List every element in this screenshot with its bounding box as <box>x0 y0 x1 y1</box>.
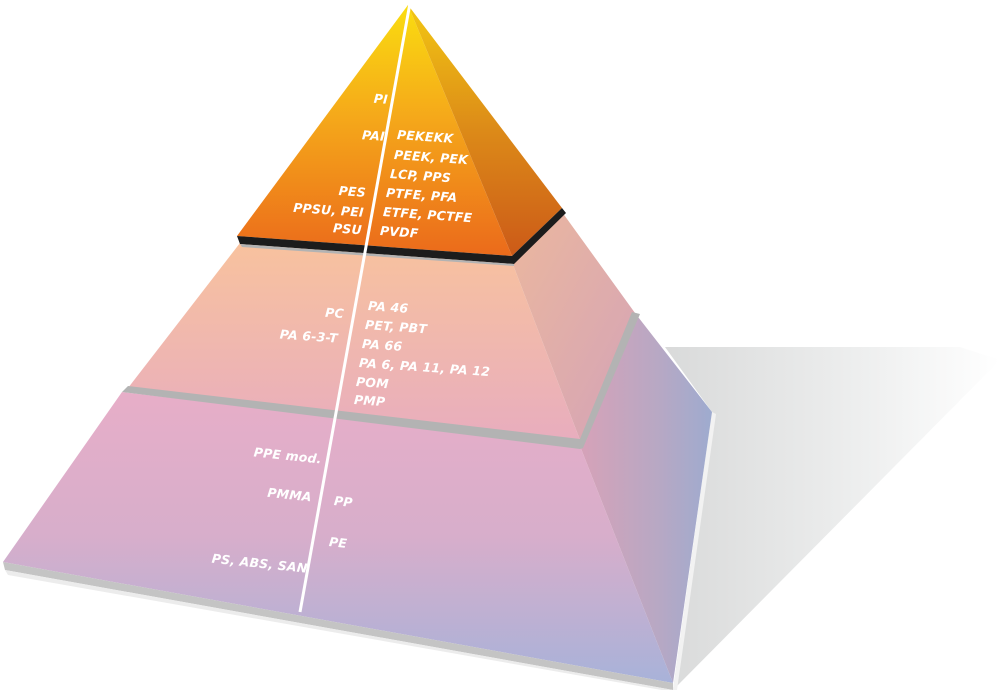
middle-separator <box>122 312 640 449</box>
center-divider-line <box>298 2 412 613</box>
bottom-base-edge <box>3 562 673 690</box>
label-pe: PE <box>328 534 348 551</box>
label-pmp: PMP <box>353 392 386 410</box>
bottom-base-edge-light <box>5 570 673 692</box>
label-pa-66: PA 66 <box>361 336 403 354</box>
middle-tier-front <box>128 243 580 440</box>
top-tier-front <box>237 5 512 256</box>
bottom-tier-side <box>580 313 712 683</box>
bottom-tier-front <box>3 392 673 683</box>
label-pa-46: PA 46 <box>367 298 409 316</box>
shadow-edge <box>673 412 716 690</box>
label-pi: PI <box>373 90 389 107</box>
label-pp: PP <box>333 493 354 510</box>
top-separator-grey <box>240 244 514 266</box>
label-pvdf: PVDF <box>379 223 420 241</box>
cast-shadow <box>665 347 1000 690</box>
top-separator <box>237 208 566 264</box>
label-pc: PC <box>324 304 345 322</box>
label-pom: POM <box>355 374 390 392</box>
top-tier-side <box>408 5 562 256</box>
